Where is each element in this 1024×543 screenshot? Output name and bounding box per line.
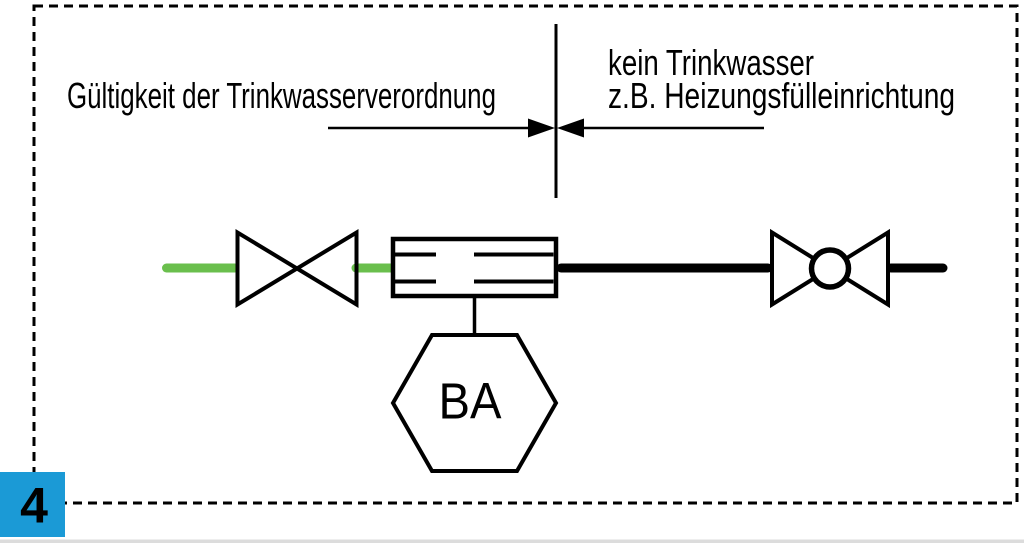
hexagon-tag-outline bbox=[390, 333, 559, 473]
filling-valve-right-triangle bbox=[826, 228, 890, 309]
right-zone-label-line2: z.B. Heizungsfülleinrichtung bbox=[608, 75, 955, 116]
backflow-preventer-icon bbox=[390, 236, 559, 299]
right-dimension-arrowhead-icon bbox=[557, 118, 584, 138]
filling-valve-circle bbox=[808, 247, 852, 290]
filling-valve-left-triangle bbox=[770, 228, 834, 309]
backflow-preventer-body bbox=[390, 236, 559, 299]
left-dimension-arrowhead-icon bbox=[528, 118, 555, 138]
figure-number-label: 4 bbox=[20, 478, 48, 534]
device-type-label: BA bbox=[439, 373, 502, 430]
right-zone-label-line1: kein Trinkwasser bbox=[608, 42, 814, 83]
device-type-tag: BA bbox=[390, 333, 559, 473]
filling-valve-icon bbox=[770, 228, 890, 309]
bottom-divider bbox=[0, 539, 1024, 543]
shutoff-valve-right-triangle bbox=[293, 228, 359, 309]
left-zone-label: Gültigkeit der Trinkwasserverordnung bbox=[67, 75, 496, 116]
figure-number-badge: 4 bbox=[0, 472, 65, 537]
dashed-border bbox=[32, 4, 1019, 505]
shutoff-valve-left-triangle bbox=[235, 228, 301, 309]
shutoff-valve-icon bbox=[235, 228, 359, 309]
figure-number-badge-background bbox=[0, 472, 65, 537]
